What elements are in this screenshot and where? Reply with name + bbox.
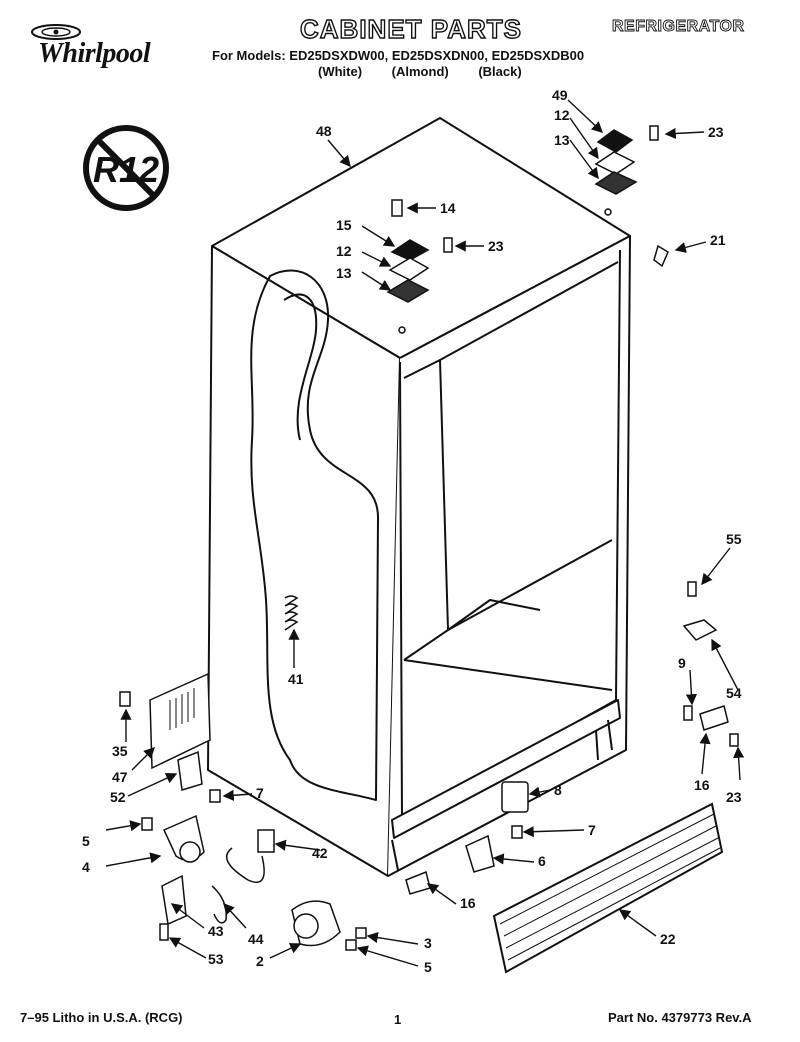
callout-16: 16 [460,895,476,911]
callout-41: 41 [288,671,304,687]
callout-labels: 48 49 12 13 23 14 15 12 23 13 21 55 41 9… [82,87,742,975]
callout-6: 6 [538,853,546,869]
page-number: 1 [394,1012,402,1027]
color-black: (Black) [478,64,522,79]
footer-print-info: 7–95 Litho in U.S.A. (RCG) [20,1010,183,1025]
right-lower-parts [501,581,739,813]
callout-12: 12 [554,107,570,123]
models-line: For Models: ED25DSXDW00, ED25DSXDN00, ED… [212,48,585,63]
callout-47: 47 [112,769,128,785]
callout-35: 35 [112,743,128,759]
callout-23: 23 [726,789,742,805]
callout-14: 14 [440,200,456,216]
callout-12: 12 [336,243,352,259]
callout-44: 44 [248,931,264,947]
callout-54: 54 [726,685,742,701]
color-white: (White) [318,64,363,79]
r12-badge: R12 [83,125,169,211]
callout-23: 23 [488,238,504,254]
spring-part [284,595,299,631]
hinge-assembly-right [594,125,669,268]
callout-55: 55 [726,531,742,547]
callout-52: 52 [110,789,126,805]
callout-53: 53 [208,951,224,967]
callout-48: 48 [316,123,332,139]
callout-5: 5 [424,959,432,975]
callout-16: 16 [694,777,710,793]
brand-name: Whirlpool [38,38,151,69]
cabinet-body [207,117,631,877]
category-title: REFRIGERATOR [612,18,745,36]
model-colors: (White) (Almond) (Black) [318,64,548,79]
color-almond: (Almond) [391,64,449,79]
callout-4: 4 [82,859,90,875]
callout-3: 3 [424,935,432,951]
part-number: Part No. 4379773 Rev.A [608,1010,752,1025]
callout-22: 22 [660,931,676,947]
toe-grille [492,802,724,974]
callout-23: 23 [708,124,724,140]
callout-13: 13 [336,265,352,281]
callout-43: 43 [208,923,224,939]
callout-21: 21 [710,232,726,248]
whirlpool-logo: Whirlpool [18,18,178,78]
callout-15: 15 [336,217,352,233]
callout-49: 49 [552,87,568,103]
callout-7: 7 [256,785,264,801]
page-title: CABINET PARTS [299,13,522,44]
left-lower-parts [119,672,367,951]
callout-8: 8 [554,782,562,798]
callout-13: 13 [554,132,570,148]
callout-9: 9 [678,655,686,671]
logo-swirl-icon [31,24,81,40]
callout-42: 42 [312,845,328,861]
hinge-assembly-center [386,199,453,334]
callout-2: 2 [256,953,264,969]
callout-7: 7 [588,822,596,838]
callout-5: 5 [82,833,90,849]
leader-lines [105,99,745,967]
